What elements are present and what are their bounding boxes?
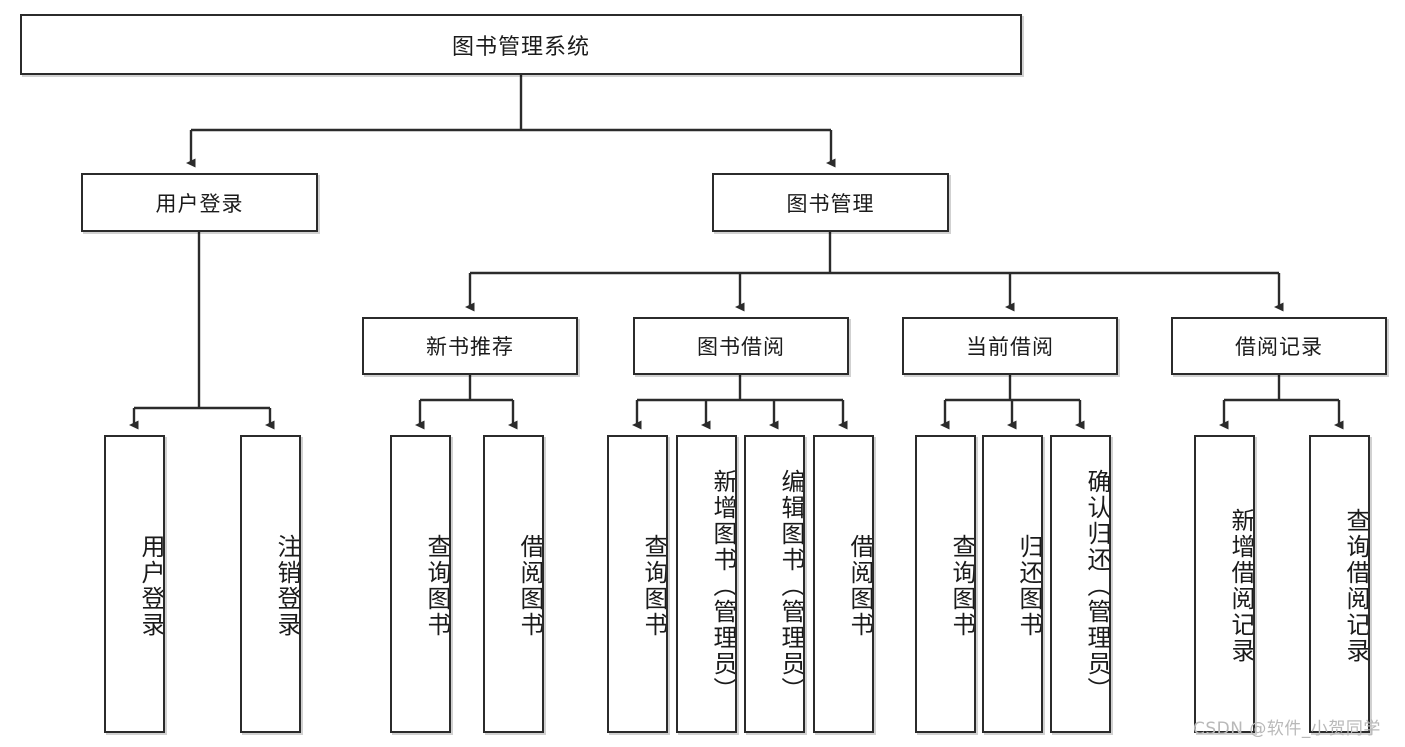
node-label: 确认归还（管理员） [1083,469,1111,703]
leaf-book-borrow-add[interactable]: 新增图书（管理员） [676,435,737,733]
leaf-book-borrow-query[interactable]: 查询图书 [607,435,668,733]
leaf-user-login-logout[interactable]: 注销登录 [240,435,301,733]
leaf-book-borrow-borrow[interactable]: 借阅图书 [813,435,874,733]
node-label: 查询借阅记录 [1342,508,1370,664]
node-label: 图书管理 [786,191,875,216]
node-label: 新书推荐 [426,335,514,359]
node-label: 图书管理系统 [451,34,590,60]
node-label: 借阅记录 [1235,335,1323,359]
node-label: 新增图书（管理员） [709,469,737,703]
leaf-current-borrow-return[interactable]: 归还图书 [982,435,1043,733]
node-label: 新增借阅记录 [1227,508,1255,664]
node-label: 查询图书 [948,534,976,638]
node-root-system[interactable]: 图书管理系统 [20,14,1022,75]
leaf-new-book-borrow[interactable]: 借阅图书 [483,435,544,733]
node-label: 查询图书 [640,534,668,638]
leaf-new-book-query[interactable]: 查询图书 [390,435,451,733]
leaf-current-borrow-query[interactable]: 查询图书 [915,435,976,733]
node-book-management[interactable]: 图书管理 [712,173,949,232]
node-label: 借阅图书 [516,534,544,638]
node-borrow-records[interactable]: 借阅记录 [1171,317,1387,375]
node-label: 编辑图书（管理员） [777,469,805,703]
leaf-user-login-login[interactable]: 用户登录 [104,435,165,733]
node-label: 用户登录 [155,191,244,216]
node-label: 用户登录 [137,534,165,638]
leaf-records-add[interactable]: 新增借阅记录 [1194,435,1255,733]
leaf-records-query[interactable]: 查询借阅记录 [1309,435,1370,733]
node-book-borrow[interactable]: 图书借阅 [633,317,849,375]
node-label: 当前借阅 [966,335,1054,359]
node-label: 查询图书 [423,534,451,638]
node-user-login[interactable]: 用户登录 [81,173,318,232]
node-label: 借阅图书 [846,534,874,638]
node-label: 归还图书 [1015,534,1043,638]
node-label: 注销登录 [273,534,301,638]
node-label: 图书借阅 [697,335,785,359]
node-current-borrow[interactable]: 当前借阅 [902,317,1118,375]
leaf-book-borrow-edit[interactable]: 编辑图书（管理员） [744,435,805,733]
leaf-current-borrow-confirm[interactable]: 确认归还（管理员） [1050,435,1111,733]
node-new-book-recommend[interactable]: 新书推荐 [362,317,578,375]
